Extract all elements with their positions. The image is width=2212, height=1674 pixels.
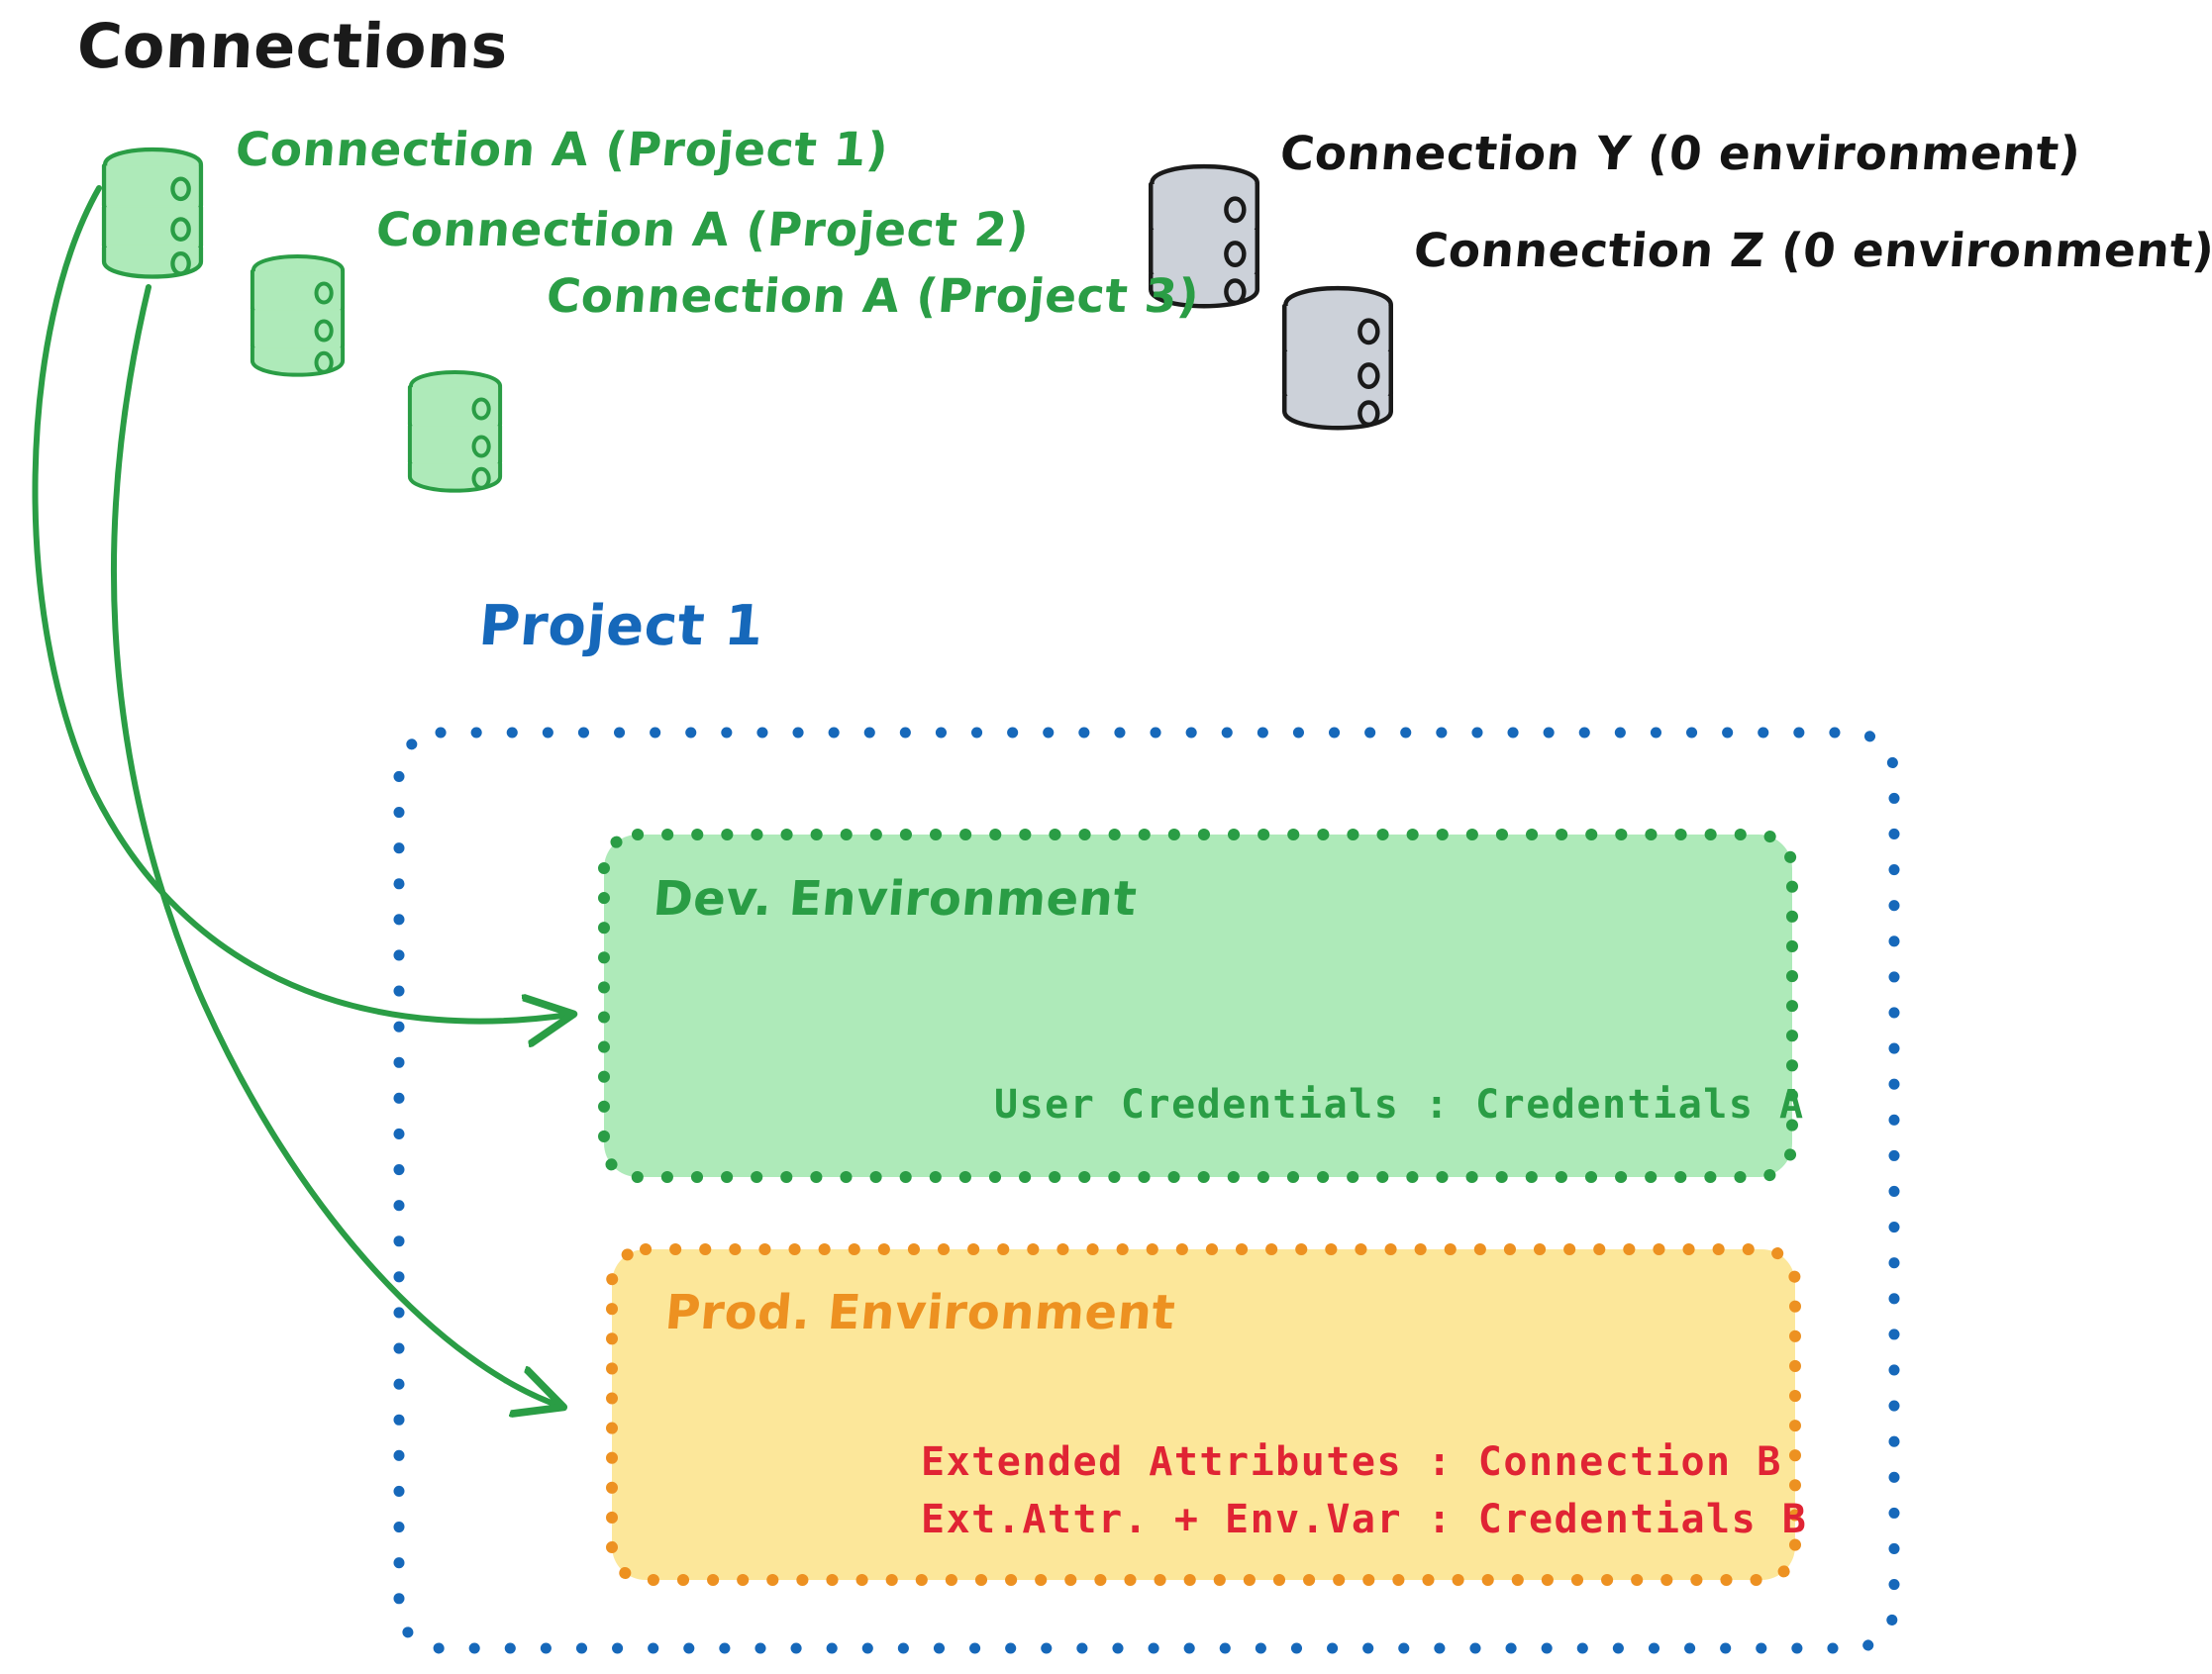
prod-environment-line-2: Ext.Attr. + Env.Var : Credentials B xyxy=(921,1497,1808,1542)
dev-environment-line-1: User Credentials : Credentials A xyxy=(994,1082,1805,1128)
prod-environment-line-1: Extended Attributes : Connection B xyxy=(921,1439,1782,1485)
dev-environment-title: Dev. Environment xyxy=(651,871,1140,927)
page-title: Connections xyxy=(75,10,511,82)
dev-environment-box xyxy=(598,829,1798,1183)
project-1-title: Project 1 xyxy=(476,594,767,658)
database-icon-connection-a-project-3[interactable] xyxy=(407,369,503,493)
database-icon-connection-z[interactable] xyxy=(1284,288,1391,428)
label-connection-a-project-2: Connection A (Project 2) xyxy=(373,203,1032,257)
label-connection-a-project-1: Connection A (Project 1) xyxy=(233,123,891,177)
project-1-container xyxy=(393,727,1900,1654)
label-connection-z: Connection Z (0 environment) xyxy=(1411,224,2212,278)
database-icon-connection-a-project-2[interactable] xyxy=(250,253,346,377)
label-connection-y: Connection Y (0 environment) xyxy=(1277,127,2083,181)
arrow-connection-a-to-prod xyxy=(111,284,559,1406)
database-icon-connection-a-project-1[interactable] xyxy=(104,149,201,277)
prod-environment-box xyxy=(606,1243,1801,1586)
arrow-connection-a-to-dev xyxy=(32,185,569,1022)
label-connection-a-project-3: Connection A (Project 3) xyxy=(544,269,1202,324)
prod-environment-title: Prod. Environment xyxy=(662,1285,1178,1340)
